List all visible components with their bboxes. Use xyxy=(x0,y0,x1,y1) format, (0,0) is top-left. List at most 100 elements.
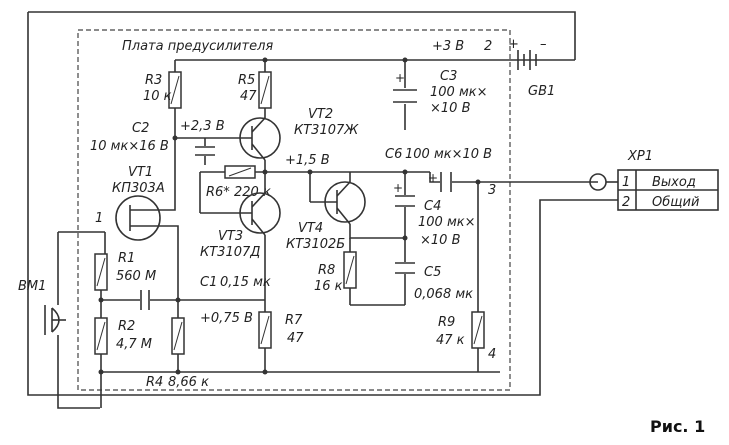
microphone-bm1 xyxy=(44,305,66,335)
v-c2: +2,3 В xyxy=(180,119,225,134)
r3-hatch xyxy=(170,75,180,105)
junction-dot xyxy=(98,369,104,375)
r8-value: 16 к xyxy=(314,279,343,294)
r1-value: 560 М xyxy=(116,269,156,284)
c6-value: 100 мк×10 В xyxy=(405,147,492,162)
power-voltage: +3 В xyxy=(432,39,464,54)
r6-ref: R6* xyxy=(206,185,230,200)
junction-dot xyxy=(262,369,268,375)
r9-ref: R9 xyxy=(438,315,455,330)
c5-ref: C5 xyxy=(424,265,441,280)
r7-value: 47 xyxy=(287,331,304,346)
c4-plus: + xyxy=(393,181,403,195)
xp1-pin1-name: Выход xyxy=(652,175,696,190)
r1-hatch xyxy=(96,257,106,287)
battery-gb1 xyxy=(517,50,537,70)
xp1-ref: XP1 xyxy=(627,149,653,164)
c3-value: 100 мк× xyxy=(430,85,488,100)
vt3-transistor xyxy=(200,192,281,236)
junction-dot xyxy=(98,297,104,303)
c3-value2: ×10 В xyxy=(430,101,471,116)
outer-wire-left xyxy=(27,12,598,396)
r5-ref: R5 xyxy=(238,73,255,88)
v-gate: +0,75 В xyxy=(200,311,253,326)
r3-value: 10 к xyxy=(143,89,172,104)
junction-dot xyxy=(475,179,481,185)
connector-xp1 xyxy=(589,169,719,211)
vt3-type: КТ3107Д xyxy=(200,245,260,260)
battery-plus: + xyxy=(508,37,519,52)
c6-ref: C6 xyxy=(385,147,402,162)
r2-hatch xyxy=(96,321,106,351)
caption-box xyxy=(640,410,729,445)
vt4-ref: VT4 xyxy=(298,221,323,236)
vt2-ref: VT2 xyxy=(308,107,333,122)
vt4-emitter-wire xyxy=(349,224,405,239)
r2-ref: R2 xyxy=(118,319,135,334)
junction-dot xyxy=(175,369,181,375)
r2-value: 4,7 М xyxy=(116,337,152,352)
r7-hatch xyxy=(260,315,270,345)
junction-dot xyxy=(172,135,178,141)
r6-hatch xyxy=(228,167,252,177)
board-title: Плата предусилителя xyxy=(122,39,273,54)
r3-ref: R3 xyxy=(145,73,162,88)
vt4-transistor xyxy=(310,181,366,225)
xp1-pin1-number: 1 xyxy=(622,175,630,190)
r4-ref: R4 xyxy=(146,375,163,390)
vt2-type: КТ3107Ж xyxy=(294,123,359,138)
junction-dot xyxy=(262,169,268,175)
c1-ref: C1 xyxy=(200,275,217,290)
c3-ref: C3 xyxy=(440,69,457,84)
r4-value: 8,66 к xyxy=(168,375,209,390)
c2-ref: C2 xyxy=(132,121,149,136)
c2-value: 10 мк×16 В xyxy=(90,139,169,154)
junction-dot xyxy=(402,235,408,241)
mic-ground2 xyxy=(57,335,100,409)
c6-plus: + xyxy=(428,171,438,185)
node-1: 1 xyxy=(95,211,103,226)
vt1-ref: VT1 xyxy=(128,165,153,180)
junction-dot xyxy=(402,169,408,175)
vt2-transistor xyxy=(232,117,281,161)
c1-value: 0,15 мк xyxy=(220,275,271,290)
power-node: 2 xyxy=(484,39,492,54)
c4-value: 100 мк× xyxy=(418,215,476,230)
junction-dot xyxy=(402,57,408,63)
c4-value2: ×10 В xyxy=(420,233,461,248)
r5-value: 47 xyxy=(240,89,257,104)
battery-minus: – xyxy=(540,37,547,52)
r9-hatch xyxy=(473,315,483,345)
figure-caption: Рис. 1 xyxy=(650,417,705,436)
r9-value: 47 к xyxy=(436,333,465,348)
vt1-drain-wire xyxy=(160,175,176,211)
junction-dot xyxy=(262,57,268,63)
outer-wire xyxy=(28,11,576,60)
board-outline xyxy=(77,29,511,391)
mic-ref: BM1 xyxy=(18,279,46,294)
vt4-type: КТ3102Б xyxy=(286,237,345,252)
c3-plus: + xyxy=(395,71,405,85)
vt1-source-wire xyxy=(160,225,179,318)
r1-ref: R1 xyxy=(118,251,135,266)
xp1-pin2-name: Общий xyxy=(652,195,699,210)
vt1-transistor xyxy=(115,195,161,241)
junction-dot xyxy=(175,297,181,303)
v-c6: +1,5 В xyxy=(285,153,330,168)
r7-ref: R7 xyxy=(285,313,303,328)
vt3-ref: VT3 xyxy=(218,229,243,244)
r8-ref: R8 xyxy=(318,263,335,278)
c6-wire xyxy=(429,172,598,183)
xp1-pin2-number: 2 xyxy=(622,195,630,210)
node-3: 3 xyxy=(488,183,496,198)
vt1-type: КП303А xyxy=(112,181,165,196)
battery-ref: GB1 xyxy=(528,84,555,99)
c4-ref: C4 xyxy=(424,199,441,214)
r8-hatch xyxy=(345,255,355,285)
junction-dot xyxy=(307,169,313,175)
r4-hatch xyxy=(173,321,183,351)
node-4: 4 xyxy=(488,347,496,362)
c5-value: 0,068 мк xyxy=(414,287,473,302)
r5-hatch xyxy=(260,75,270,105)
